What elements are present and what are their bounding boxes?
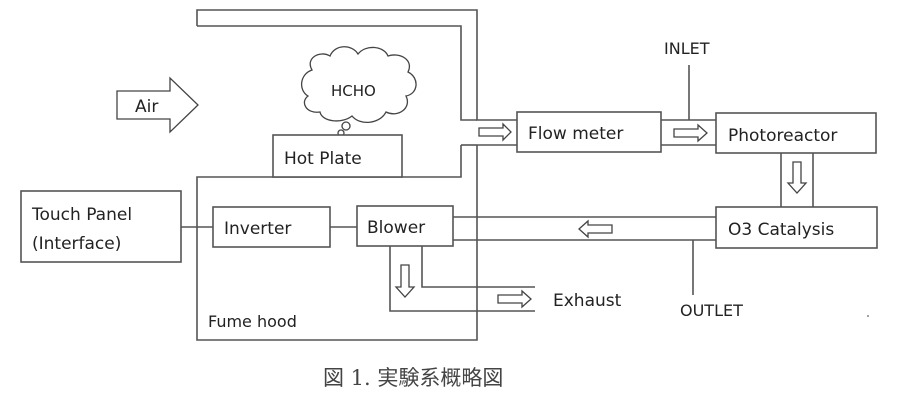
photoreactor-label: Photoreactor: [728, 126, 837, 146]
photoreactor-box: Photoreactor: [715, 112, 877, 154]
flow-arrow-down-1: [786, 161, 808, 194]
fume-hood-label: Fume hood: [208, 312, 297, 331]
flow-meter-box: Flow meter: [516, 111, 662, 153]
blower-box: Blower: [356, 205, 454, 247]
inverter-box: Inverter: [212, 206, 331, 248]
touch-panel-sublabel: (Interface): [32, 234, 121, 254]
figure-caption: 図 1. 実験系概略図: [323, 366, 503, 390]
flow-meter-label: Flow meter: [528, 124, 623, 144]
exhaust-label: Exhaust: [553, 291, 622, 311]
hcho-cloud: HCHO: [301, 46, 417, 137]
hot-plate-box: Hot Plate: [272, 134, 403, 178]
o3-catalysis-label: O3 Catalysis: [728, 220, 834, 240]
flow-arrow-right-2: [673, 123, 708, 143]
touch-panel-label: Touch Panel: [31, 205, 132, 225]
duct-pr-to-o3: [780, 153, 814, 207]
air-label: Air: [135, 97, 158, 117]
inverter-label: Inverter: [224, 219, 291, 239]
intake-duct: [196, 9, 517, 146]
duct-o3-to-blower: [453, 216, 716, 241]
flow-arrow-left: [578, 219, 613, 239]
flow-arrow-down-2: [394, 264, 416, 298]
exhaust-duct: [389, 246, 535, 312]
touch-panel-box: Touch Panel (Interface): [20, 190, 182, 263]
outlet-label: OUTLET: [680, 301, 743, 320]
air-arrow: Air: [116, 76, 199, 134]
inlet-label: INLET: [664, 39, 710, 58]
fume-hood-enclosure: [196, 145, 478, 341]
stray-dot: [867, 315, 869, 317]
flow-arrow-right-1: [478, 122, 512, 142]
hcho-label: HCHO: [331, 82, 376, 100]
blower-label: Blower: [367, 218, 425, 238]
o3-catalysis-box: O3 Catalysis: [715, 206, 878, 249]
flow-arrow-right-3: [497, 289, 532, 309]
hot-plate-label: Hot Plate: [284, 149, 362, 169]
